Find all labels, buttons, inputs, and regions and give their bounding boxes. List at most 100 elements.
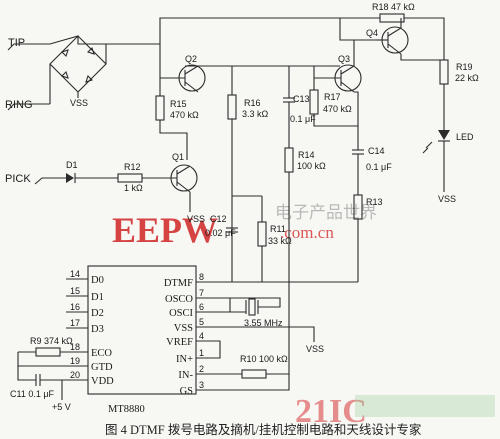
q4-label: Q4 [366,28,378,38]
transistor-q1: Q1 [170,152,198,193]
ic-pin-number: 4 [199,331,204,341]
r18-label: R18 47 kΩ [372,2,415,12]
c13-name: C13 [293,94,310,104]
ic-pin-number: 20 [70,370,80,380]
r12-name: R12 [124,162,141,172]
capacitor-c13: C13 0.1 μF [283,66,316,148]
r16-value: 3.3 kΩ [242,109,269,119]
ic-pin-number: 16 [70,302,80,312]
ic-pin-name: OSCO [165,294,193,305]
ic-pin-name: GS [180,386,194,397]
r15-value: 470 kΩ [170,110,199,120]
crystal-label: 3.55 MHz [244,318,283,328]
crystal-x1: 3.55 MHz [244,298,283,328]
resistor-r17 [309,89,319,115]
ic-pin-name: VSS [174,323,193,334]
ic-pin-number: 6 [199,302,204,312]
led-indicator: LED VSS [422,130,474,204]
r15-name: R15 [170,99,187,109]
watermark-21ic: 21IC [295,393,367,430]
ic-pin-name: OSCI [169,308,193,319]
vss-led-label: VSS [438,194,456,204]
q3-label: Q3 [338,54,350,64]
c11-label: C11 0.1 μF [10,389,55,399]
ic-pin-number: 3 [199,380,204,390]
ic-pin-number: 1 [199,348,204,358]
ic-pin-name: VDD [91,376,114,387]
watermark-logo: EEPW [112,210,218,250]
transistor-q3: Q3 [314,54,362,93]
capacitor-c11: C11 0.1 μF [10,366,88,399]
q2-label: Q2 [185,54,197,64]
d1-label: D1 [66,160,78,170]
ic-mt8880: MT8880 [87,265,197,415]
transistor-q2: Q2 [160,54,206,93]
vss-q1-label: VSS [187,214,205,224]
bridge-rectifier: TIP RING VSS [5,35,160,111]
ic-pin-number: 18 [70,342,80,352]
diode-d1: D1 [66,160,78,183]
transistor-q4: Q4 [366,26,409,55]
ic-pin-name: IN- [178,370,193,381]
led-label: LED [456,132,474,142]
vss-right-label: VSS [306,344,324,354]
c14-name: C14 [368,146,385,156]
watermark-cn: 电子产品世界 [275,203,377,222]
ic-pin-name: ECO [91,348,112,359]
ic-pin-name: DTMF [164,278,193,289]
ic-pin-name: VREF [166,337,193,348]
r14-value: 100 kΩ [297,161,326,171]
vss-bridge-label: VSS [70,98,88,108]
resistor-r19 [439,59,449,85]
ic-pin-name: D0 [91,275,104,286]
resistor-r11 [257,221,267,247]
r16-name: R16 [244,98,261,108]
resistor-r18 [379,13,405,23]
c12-value: 0.02 μF [205,228,236,238]
resistor-r15 [155,95,165,121]
r13-name: R13 [366,197,383,207]
ic-pin-name: D1 [91,292,104,303]
resistor-r10 [241,369,267,379]
resistor-r14 [284,147,294,173]
c14-value: 0.1 μF [366,162,392,172]
ic-pin-number: 8 [199,272,204,282]
ic-pin-number: 7 [199,288,204,298]
capacitor-c12: C12 0.02 μF [205,214,238,238]
ic-pin-name: D2 [91,308,104,319]
pick-label: PICK [5,173,31,185]
r11-value: 33 kΩ [268,236,292,246]
c12-name: C12 [210,214,227,224]
watermark-url: .com.cn [280,223,334,242]
r9-label: R9 374 kΩ [30,336,73,346]
figure-caption: 图 4 DTMF 拨号电路及摘机/挂机控制电路和天线设计专家 [105,422,422,437]
r11-name: R11 [270,224,286,234]
ic-pin-number: 17 [70,318,80,328]
q1-label: Q1 [172,152,184,162]
resistor-r12 [117,173,143,183]
r19-value: 22 kΩ [455,73,479,83]
r19-name: R19 [456,62,473,72]
r17-name: R17 [324,92,341,102]
ic-pin-name: GTD [91,362,113,373]
r12-value: 1 kΩ [124,183,143,193]
watermark: EEPW 电子产品世界 .com.cn 21IC [112,203,495,430]
ic-pin-name: D3 [91,324,104,335]
r17-value: 470 kΩ [323,104,352,114]
ic-pin-number: 15 [70,286,80,296]
resistor-r9 [35,347,61,357]
ic-pin-number: 19 [70,356,80,366]
ic-pin-number: 5 [199,317,204,327]
ic-name: MT8880 [108,404,145,415]
watermark-banner [355,395,495,417]
ic-pin-number: 14 [70,269,80,279]
resistor-r16 [227,94,237,120]
ic-pins: 14D015D116D217D318ECO19GTD20VDD8DTMF7OSC… [66,269,204,397]
vdd-supply-label: +5 V [52,402,71,412]
ring-label: RING [5,99,33,111]
r10-label: R10 100 kΩ [240,354,288,364]
ic-pin-name: IN+ [176,354,193,365]
r14-name: R14 [298,150,315,160]
